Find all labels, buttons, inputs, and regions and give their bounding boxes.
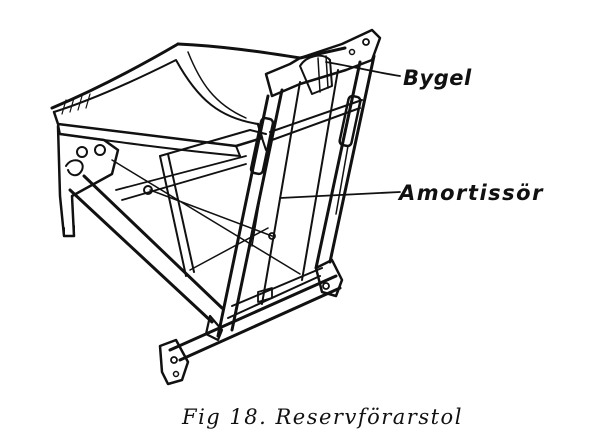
backrest-crossbars <box>227 99 363 319</box>
front-legs <box>68 129 301 324</box>
callout-lines <box>279 61 401 199</box>
backrest-frame <box>264 28 382 98</box>
side-plate <box>56 124 120 238</box>
base-rail <box>158 258 344 386</box>
callout-label-amortissor: Amortissör <box>399 181 544 205</box>
shock-absorbers <box>249 94 362 247</box>
figure-caption: Fig 18. Reservförarstol <box>182 405 463 429</box>
callout-label-bygel: Bygel <box>403 66 472 90</box>
